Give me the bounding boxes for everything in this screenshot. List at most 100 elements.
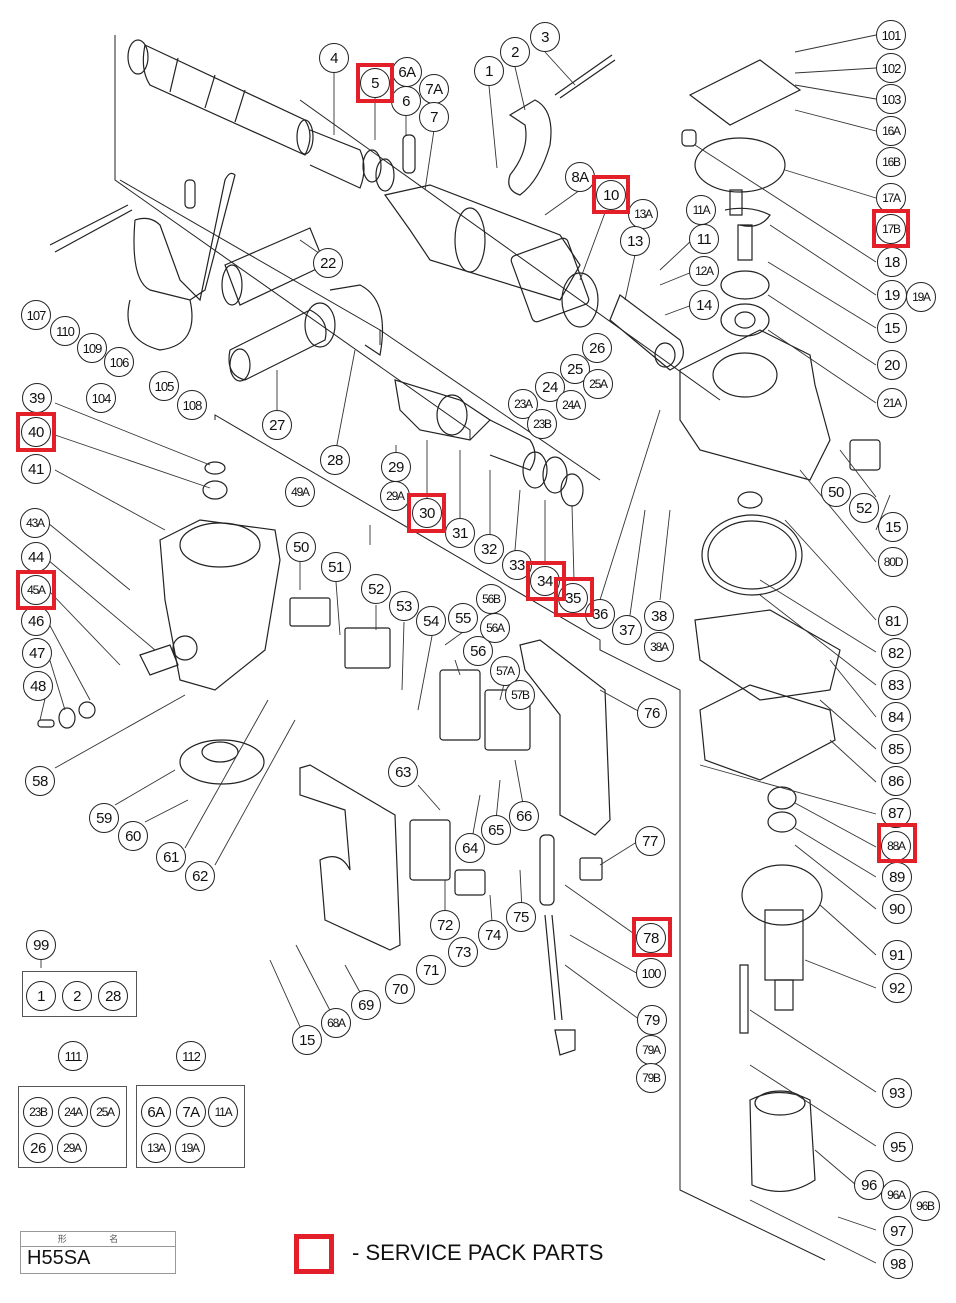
kit-group-112-item: 6A (141, 1097, 171, 1127)
kit-group-111-item: 23B (23, 1097, 53, 1127)
part-callout-96a: 96A (881, 1180, 911, 1210)
kit-group-112-box (136, 1085, 245, 1168)
connecting-rod-part (610, 295, 683, 370)
kit-group-111-item: 25A (90, 1097, 120, 1127)
part-callout-48: 48 (23, 671, 53, 701)
model-caption: 形 名 (21, 1232, 175, 1247)
part-callout-50: 50 (286, 532, 316, 562)
kit-group-99-item: 1 (26, 981, 56, 1011)
part-callout-21a: 21A (877, 388, 907, 418)
part-callout-41: 41 (21, 454, 51, 484)
top-cover-part (690, 60, 800, 125)
legend-label: - SERVICE PACK PARTS (352, 1240, 604, 1265)
kit-group-111-item: 29A (57, 1133, 87, 1163)
brush-holder-part (140, 645, 178, 675)
barrel-part (128, 40, 394, 191)
part-callout-46: 46 (21, 606, 51, 636)
part-callout-110: 110 (50, 316, 80, 346)
kit-group-112-label: 112 (176, 1041, 206, 1071)
part-callout-16a: 16A (876, 116, 906, 146)
part-callout-57a: 57A (490, 656, 520, 686)
motor-housing-part (160, 462, 280, 690)
part-callout-7: 7 (419, 102, 449, 132)
part-callout-92: 92 (882, 973, 912, 1003)
part-callout-26: 26 (582, 333, 612, 363)
part-callout-24a: 24A (556, 390, 586, 420)
part-callout-23a: 23A (508, 389, 538, 419)
kit-group-112-item: 13A (141, 1133, 171, 1163)
part-callout-16b: 16B (876, 147, 906, 177)
part-callout-62: 62 (185, 861, 215, 891)
part-callout-55: 55 (448, 603, 478, 633)
part-callout-4: 4 (319, 43, 349, 73)
part-callout-25a: 25A (583, 369, 613, 399)
service-pack-highlight-35 (554, 577, 594, 617)
part-callout-95: 95 (883, 1132, 913, 1162)
gear-part (702, 492, 802, 595)
part-callout-89: 89 (882, 862, 912, 892)
part-callout-77: 77 (635, 826, 665, 856)
part-callout-5: 5 (360, 68, 390, 98)
part-callout-96: 96 (854, 1170, 884, 1200)
part-callout-68a: 68A (321, 1008, 351, 1038)
part-callout-10: 10 (596, 180, 626, 210)
part-callout-84: 84 (881, 702, 911, 732)
part-callout-17a: 17A (876, 183, 906, 213)
part-callout-28: 28 (320, 445, 350, 475)
power-cord-part (540, 835, 575, 1055)
service-pack-highlight-30 (407, 493, 446, 533)
part-callout-69: 69 (351, 990, 381, 1020)
service-pack-highlight-40 (16, 412, 56, 452)
o-ring-part (695, 138, 785, 192)
part-callout-106: 106 (104, 347, 134, 377)
cylinder-part (385, 185, 598, 327)
part-callout-78: 78 (636, 923, 666, 953)
part-callout-7a: 7A (419, 74, 449, 104)
kit-group-112-item: 11A (208, 1097, 238, 1127)
service-pack-highlight-45A (16, 570, 56, 610)
part-callout-88a: 88A (881, 831, 911, 861)
assembly-bracket-line (115, 35, 470, 440)
part-callout-56b: 56B (476, 584, 506, 614)
part-callout-51: 51 (321, 552, 351, 582)
part-callout-11: 11 (689, 224, 719, 254)
part-callout-15: 15 (878, 512, 908, 542)
part-callout-61: 61 (156, 842, 186, 872)
bolt-part (740, 965, 748, 1033)
part-callout-82: 82 (881, 638, 911, 668)
part-callout-72: 72 (430, 910, 460, 940)
grip-pad-part (410, 820, 450, 880)
part-callout-18: 18 (877, 247, 907, 277)
part-callout-20: 20 (877, 350, 907, 380)
part-callout-79b: 79B (636, 1063, 666, 1093)
handle-part (520, 640, 610, 835)
part-callout-29: 29 (381, 452, 411, 482)
part-callout-12a: 12A (689, 256, 719, 286)
part-callout-50: 50 (821, 477, 851, 507)
part-callout-49a: 49A (285, 477, 315, 507)
part-callout-32: 32 (474, 534, 504, 564)
kit-group-111-box (18, 1086, 127, 1168)
part-callout-54: 54 (416, 606, 446, 636)
stator-part (750, 1091, 815, 1191)
part-callout-2: 2 (500, 37, 530, 67)
legend-highlight-swatch (294, 1234, 334, 1274)
part-callout-53: 53 (389, 591, 419, 621)
part-callout-74: 74 (478, 920, 508, 950)
pin-part (403, 135, 415, 173)
part-callout-73: 73 (448, 937, 478, 967)
part-callout-13: 13 (620, 226, 650, 256)
grip-part (229, 303, 335, 381)
gasket-part (695, 610, 840, 700)
part-callout-19a: 19A (906, 282, 936, 312)
part-callout-34: 34 (530, 566, 560, 596)
part-callout-79a: 79A (636, 1035, 666, 1065)
part-callout-29a: 29A (380, 481, 410, 511)
kit-group-111-label: 111 (58, 1041, 88, 1071)
service-pack-highlight-78 (632, 917, 672, 957)
part-callout-15: 15 (292, 1025, 322, 1055)
part-callout-6: 6 (391, 86, 421, 116)
part-callout-24: 24 (535, 372, 565, 402)
part-callout-66: 66 (509, 801, 539, 831)
